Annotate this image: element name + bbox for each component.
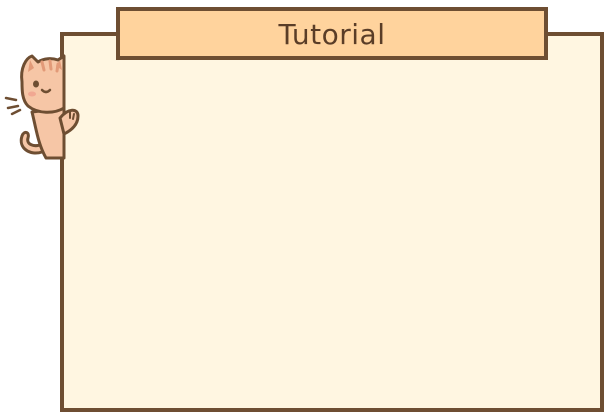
peeking-cat-icon: [4, 54, 80, 160]
tutorial-title-bar: Tutorial: [116, 7, 548, 60]
tutorial-title: Tutorial: [278, 17, 386, 51]
tutorial-panel: [60, 32, 604, 412]
